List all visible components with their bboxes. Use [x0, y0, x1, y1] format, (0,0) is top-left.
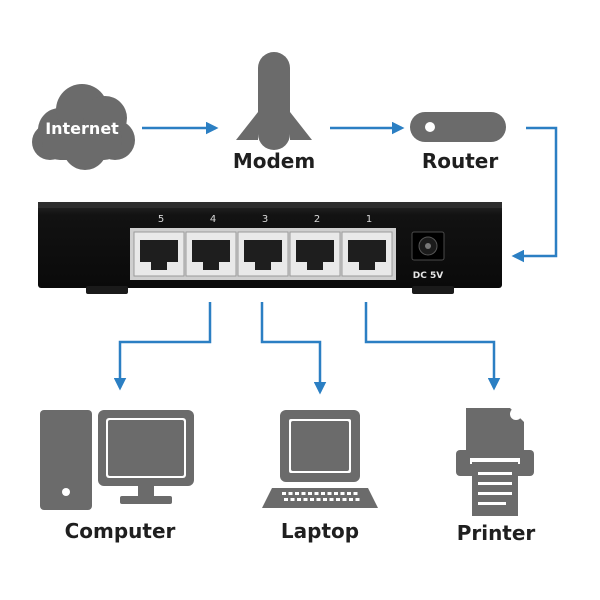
- laptop-key: [282, 492, 286, 495]
- port-number: 1: [366, 214, 372, 225]
- dc-power-jack: [411, 231, 445, 261]
- arrow-switch-to-printer: [364, 302, 501, 391]
- arrow-switch-to-laptop: [260, 302, 327, 395]
- port-number: 5: [158, 214, 164, 225]
- port-socket: [192, 240, 230, 270]
- internet-cloud-icon: [32, 84, 135, 170]
- laptop-key: [353, 492, 358, 495]
- port-number: 2: [314, 214, 320, 225]
- laptop-key: [327, 492, 332, 495]
- laptop-key: [347, 492, 351, 495]
- laptop-key: [295, 492, 299, 495]
- laptop-key: [349, 498, 353, 501]
- laptop-key: [355, 498, 360, 501]
- computer-icon: [40, 410, 194, 510]
- laptop-key: [301, 492, 306, 495]
- arrow-router-to-switch: [511, 126, 558, 263]
- laptop-key: [316, 498, 321, 501]
- port-socket: [348, 240, 386, 270]
- laptop-key: [308, 492, 312, 495]
- laptop-key: [321, 492, 325, 495]
- dc-power-label: DC 5V: [413, 271, 443, 281]
- laptop-label: Laptop: [281, 519, 359, 543]
- laptop-key: [290, 498, 295, 501]
- printer-label: Printer: [457, 521, 536, 545]
- port-number: 3: [262, 214, 268, 225]
- laptop-icon: [262, 410, 378, 508]
- port-socket: [296, 240, 334, 270]
- arrow-switch-to-computer: [113, 302, 212, 391]
- internet-label: Internet: [45, 119, 119, 138]
- modem-label: Modem: [233, 149, 315, 173]
- laptop-key: [323, 498, 327, 501]
- switch-ports: 5 4 3 2 1: [130, 214, 396, 280]
- laptop-key: [314, 492, 319, 495]
- laptop-key: [310, 498, 314, 501]
- laptop-key: [303, 498, 308, 501]
- laptop-key: [288, 492, 293, 495]
- router-label: Router: [422, 149, 499, 173]
- port-socket: [140, 240, 178, 270]
- laptop-key: [336, 498, 340, 501]
- laptop-key: [329, 498, 334, 501]
- computer-label: Computer: [65, 519, 176, 543]
- laptop-key: [342, 498, 347, 501]
- port-number: 4: [210, 214, 216, 225]
- modem-icon: [236, 52, 312, 150]
- router-icon: [410, 112, 506, 142]
- laptop-key: [284, 498, 288, 501]
- laptop-key: [340, 492, 345, 495]
- port-socket: [244, 240, 282, 270]
- laptop-key: [297, 498, 301, 501]
- printer-icon: [456, 408, 534, 516]
- laptop-key: [334, 492, 338, 495]
